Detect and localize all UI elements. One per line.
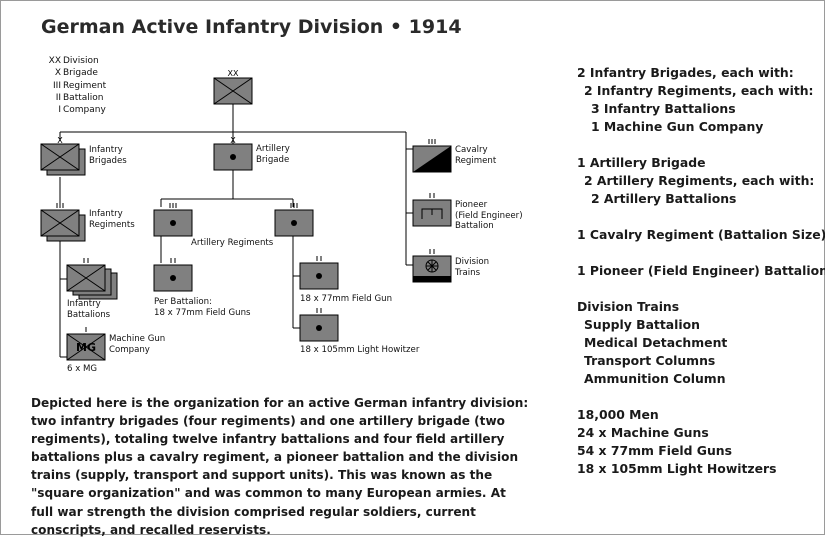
summary-line: 2 Infantry Brigades, each with: <box>577 65 794 80</box>
summary-line: 1 Pioneer (Field Engineer) Battalion <box>577 263 825 278</box>
summary-list: 2 Infantry Brigades, each with: 2 Infantr… <box>577 64 825 478</box>
legend-label: Company <box>63 105 106 115</box>
connector-lines <box>59 104 413 358</box>
per-battalion-label: Per Battalion:18 x 77mm Field Guns <box>154 297 251 318</box>
division-trains-unit <box>412 249 452 283</box>
artillery-battalion-field-gun <box>299 256 339 290</box>
regiment-symbol: III <box>53 81 61 91</box>
summary-line <box>577 280 825 298</box>
summary-line: 54 x 77mm Field Guns <box>577 443 732 458</box>
howitzer-label: 18 x 105mm Light Howitzer <box>300 345 420 355</box>
summary-line: 1 Cavalry Regiment (Battalion Size) <box>577 227 825 242</box>
battalion-symbol: II <box>55 93 61 103</box>
mg-box-label: MG <box>76 341 96 354</box>
mg-count-label: 6 x MG <box>67 364 98 374</box>
summary-line <box>577 244 825 262</box>
infantry-regiments-unit <box>40 203 86 242</box>
artillery-brigade-unit: X <box>213 136 253 171</box>
summary-line: 24 x Machine Guns <box>577 425 709 440</box>
summary-line: Division Trains <box>577 299 680 314</box>
summary-line: Transport Columns <box>584 353 716 368</box>
summary-line: 3 Infantry Battalions <box>591 101 736 116</box>
page-title: German Active Infantry Division • 1914 <box>41 16 462 38</box>
summary-line: 2 Artillery Battalions <box>591 191 737 206</box>
summary-line: 2 Infantry Regiments, each with: <box>584 83 814 98</box>
summary-line: 18 x 105mm Light Howitzers <box>577 461 777 476</box>
brigade-symbol: X <box>54 68 61 78</box>
summary-line: Supply Battalion <box>584 317 700 332</box>
artillery-regiment-right <box>274 203 314 237</box>
cavalry-regiment-unit <box>412 139 452 173</box>
company-symbol: I <box>58 105 61 115</box>
pioneer-battalion-unit <box>412 193 452 227</box>
division-unit: XX <box>213 69 253 105</box>
summary-line: 2 Artillery Regiments, each with: <box>584 173 815 188</box>
svg-text:X: X <box>57 136 63 145</box>
pioneer-battalion-label: Pioneer(Field Engineer)Battalion <box>455 200 523 231</box>
summary-line: Ammunition Column <box>584 371 726 386</box>
artillery-battalion-howitzer <box>299 308 339 342</box>
legend-label: Regiment <box>63 81 107 91</box>
summary-line: 18,000 Men <box>577 407 659 422</box>
summary-line <box>577 208 825 226</box>
field-gun-label: 18 x 77mm Field Gun <box>300 294 393 304</box>
svg-text:XX: XX <box>228 69 239 78</box>
machine-gun-company-unit <box>66 327 106 361</box>
artillery-battalion-per <box>153 258 193 292</box>
svg-text:X: X <box>230 136 236 145</box>
legend-label: Brigade <box>63 68 98 78</box>
infantry-battalions-unit <box>66 258 118 300</box>
org-chart-diagram: XX X <box>40 69 452 361</box>
summary-line: 1 Artillery Brigade <box>577 155 706 170</box>
legend-label: Battalion <box>63 93 104 103</box>
summary-line <box>577 388 825 406</box>
summary-line: Medical Detachment <box>584 335 728 350</box>
summary-line <box>577 136 825 154</box>
summary-line: 1 Machine Gun Company <box>591 119 764 134</box>
description-text: Depicted here is the organization for an… <box>31 396 529 537</box>
infantry-brigades-unit: X <box>40 136 86 176</box>
legend-label: Division <box>63 56 99 66</box>
division-symbol: XX <box>48 56 61 66</box>
artillery-regiments-label: Artillery Regiments <box>191 238 274 248</box>
artillery-regiment-left <box>153 203 193 237</box>
